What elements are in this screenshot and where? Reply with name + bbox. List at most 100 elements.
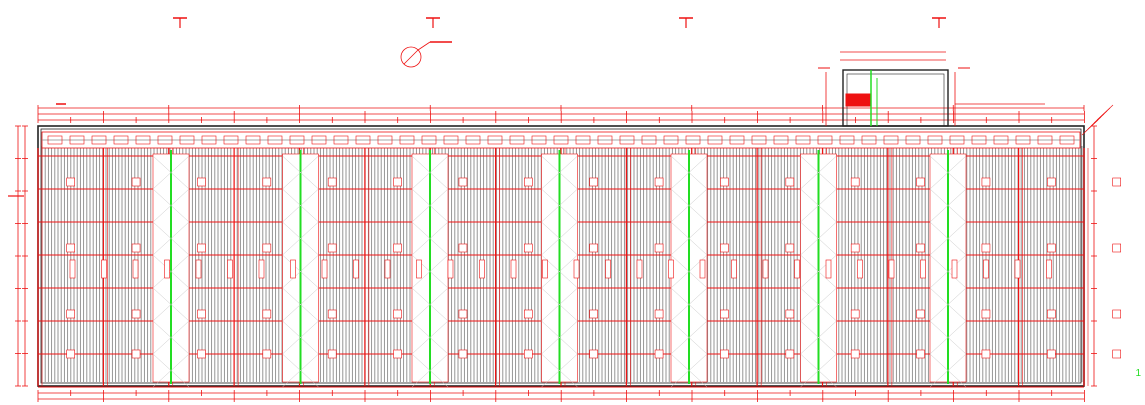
edge-strip-cell [113, 135, 129, 145]
purlin-marker [197, 349, 206, 359]
bracing [800, 221, 837, 256]
edge-strip-cell [91, 135, 107, 145]
bracing [152, 221, 190, 256]
member-tag [479, 259, 485, 279]
edge-strip-cell [1015, 135, 1031, 145]
edge-strip-cell [245, 135, 261, 145]
bracing [541, 287, 578, 322]
purlin-marker [589, 349, 598, 359]
edge-strip-cell [663, 135, 679, 145]
bracing [282, 155, 319, 190]
purlin-marker [524, 309, 533, 319]
purlin-marker [981, 309, 991, 319]
bracing [411, 287, 449, 322]
edge-strip-cell [685, 135, 701, 145]
member-tag [857, 259, 863, 279]
member-tag [1014, 259, 1021, 279]
bracing [152, 188, 190, 223]
member-tag [510, 259, 517, 279]
bracing [282, 353, 319, 388]
purlin-marker [131, 243, 141, 253]
bracing [541, 155, 578, 190]
member-tag [384, 259, 391, 279]
purlin-marker [589, 309, 598, 319]
purlin-marker [1112, 309, 1121, 319]
member-tag [762, 259, 769, 279]
purlin-marker [1047, 309, 1056, 319]
orientation-needle [403, 49, 419, 65]
bracing [929, 320, 967, 355]
edge-strip-cell [971, 135, 987, 145]
edge-strip-cell [443, 135, 459, 145]
member-tag [605, 259, 611, 279]
member-tag [132, 259, 139, 279]
edge-strip-cell [619, 135, 635, 145]
purlin-marker [720, 243, 729, 253]
purlin-marker [1112, 177, 1121, 187]
purlin-marker [916, 177, 925, 187]
purlin-marker [131, 349, 141, 359]
purlin-marker [1112, 349, 1121, 359]
purlin-marker [458, 177, 468, 187]
purlin-marker [262, 177, 272, 187]
bracing [670, 353, 708, 388]
purlin-marker [458, 309, 468, 319]
member-tag [1046, 259, 1052, 279]
member-tag [416, 259, 422, 279]
edge-strip-cell [575, 135, 591, 145]
purlin-marker [785, 243, 795, 253]
bracing [670, 320, 708, 355]
purlin-marker [458, 349, 468, 359]
bracing [282, 221, 319, 256]
purlin-marker [850, 349, 860, 359]
edge-strip-cell [509, 135, 525, 145]
member-tag [542, 259, 548, 279]
edge-strip-cell [927, 135, 943, 145]
member-tag [164, 259, 170, 279]
edge-strip-cell [377, 135, 393, 145]
edge-strip-cell [47, 135, 63, 145]
purlin-marker [197, 309, 206, 319]
member-tag [983, 259, 989, 279]
edge-strip-cell [861, 135, 877, 145]
bracing [541, 254, 578, 289]
edge-strip-cell [531, 135, 547, 145]
bracing [800, 353, 837, 388]
bracing [541, 353, 578, 388]
bracing [282, 188, 319, 223]
purlin-marker [458, 243, 468, 253]
purlin-marker [785, 309, 795, 319]
bracing [282, 287, 319, 322]
purlin-marker [589, 243, 598, 253]
edge-strip-cell [157, 135, 173, 145]
bracing [800, 287, 837, 322]
bracing [541, 221, 578, 256]
member-tag [69, 259, 76, 279]
purlin-marker [327, 309, 337, 319]
purlin-marker [785, 177, 795, 187]
purlin-marker [916, 243, 925, 253]
edge-strip-cell [267, 135, 283, 145]
purlin-marker [262, 309, 272, 319]
edge-strip-cell [465, 135, 481, 145]
edge-strip-cell [289, 135, 305, 145]
purlin-marker [262, 349, 272, 359]
bracing [411, 188, 449, 223]
purlin-marker [197, 243, 206, 253]
edge-strip-cell [1059, 135, 1075, 145]
purlin-marker [524, 243, 533, 253]
member-tag [290, 259, 296, 279]
bracing [541, 188, 578, 223]
edge-strip-cell [905, 135, 921, 145]
annex-red-block [845, 93, 871, 107]
bracing [411, 353, 449, 388]
purlin-marker [1047, 177, 1056, 187]
edge-strip-cell [311, 135, 327, 145]
bracing [670, 188, 708, 223]
member-tag [825, 259, 832, 279]
edge-strip-cell [421, 135, 437, 145]
bracing [411, 254, 449, 289]
purlin-marker [1112, 243, 1121, 253]
purlin-marker [524, 349, 533, 359]
